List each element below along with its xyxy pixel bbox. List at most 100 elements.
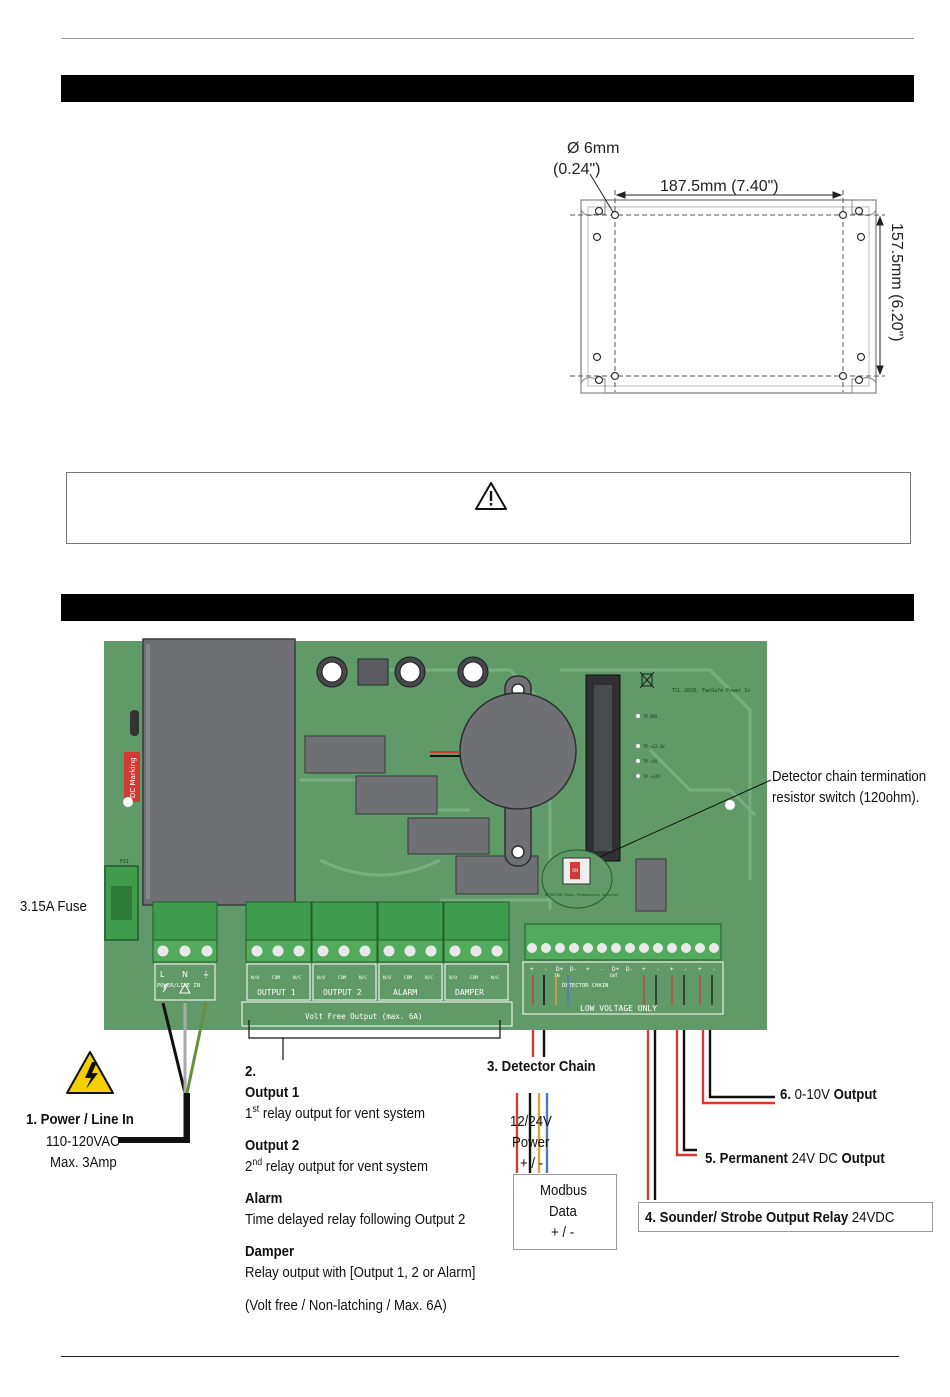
output-010-callout: 6. 0-10V Output — [780, 1086, 877, 1103]
svg-text:-: - — [656, 966, 660, 973]
terminal-label: N — [182, 970, 188, 979]
modbus-line3: + / - — [551, 1224, 575, 1241]
svg-text:IN: IN — [554, 973, 560, 979]
section-bar-wiring — [61, 594, 914, 621]
terminal-label: ⏚ — [202, 970, 210, 979]
svg-text:-: - — [544, 966, 548, 973]
low-voltage-terminal-block: +- D+D- +- D+D- +- +- +- IN OUT DETECTOR… — [522, 923, 724, 1015]
relay-group-label: ALARM — [393, 988, 417, 997]
switch-caption: DETECTOR Chain Termination Selector — [545, 893, 619, 897]
mount-hole — [592, 232, 602, 242]
pcb-board: DC Marking FS1 ON DETECTOR Chain Termina… — [104, 638, 767, 1030]
termination-switch: ON DETECTOR Chain Termination Selector — [541, 849, 619, 909]
mount-hole — [123, 797, 133, 807]
volt-free-output-label: Volt Free Output (max. 6A) — [305, 1012, 422, 1021]
modbus-box — [513, 1174, 617, 1250]
hole-leader — [589, 173, 614, 213]
enclosure-outline — [580, 199, 877, 394]
power-line-in-label: POWER/LINE IN — [157, 983, 200, 989]
svg-text:D-: D- — [570, 966, 577, 973]
led-label: TP +12.3V — [643, 744, 665, 749]
svg-text:COM: COM — [272, 975, 280, 981]
output1-title: Output 1 — [245, 1084, 300, 1101]
relay — [355, 775, 438, 815]
power-terminal-block: L N ⏚ POWER/LINE IN — [152, 901, 218, 1001]
relay-group-label: DAMPER — [455, 988, 484, 997]
height-label: 157.5mm (6.20") — [888, 223, 905, 342]
terminal-label: L — [160, 970, 165, 979]
hole-diameter: Ø 6mm — [567, 140, 619, 157]
recycle-icon — [639, 671, 655, 689]
svg-text:-: - — [600, 966, 604, 973]
section-bar-mounting — [61, 75, 914, 102]
svg-text:N/C: N/C — [359, 975, 367, 981]
termination-callout-line1: Detector chain termination — [772, 768, 927, 785]
led-label: TP +24V — [643, 774, 660, 779]
termination-leader — [599, 779, 772, 858]
svg-text:ON: ON — [572, 868, 578, 873]
svg-text:N/C: N/C — [491, 975, 499, 981]
detector-chain-title: 3. Detector Chain — [487, 1058, 596, 1075]
damper-desc: Relay output with [Output 1, 2 or Alarm] — [245, 1264, 476, 1281]
mounting-diagram: Ø 6mm (0.24") 187.5mm (7.40") 157.5mm (6… — [553, 140, 905, 394]
mount-hole — [856, 232, 866, 242]
svg-text:COM: COM — [470, 975, 478, 981]
mount-hole — [594, 206, 604, 216]
relays-note: (Volt free / Non-latching / Max. 6A) — [245, 1297, 447, 1314]
power-voltage: 110-120VAC — [46, 1133, 120, 1150]
permanent-callout: 5. Permanent 24V DC Output — [705, 1150, 885, 1167]
svg-text:+: + — [642, 966, 646, 973]
mount-hole — [854, 375, 864, 385]
relays-number: 2. — [245, 1063, 257, 1080]
detector-power-line3: + / - — [520, 1155, 544, 1172]
mount-hole — [838, 371, 848, 381]
detector-power-line2: Power — [512, 1134, 550, 1151]
led-label: TP BUS — [643, 714, 658, 719]
sounder-box — [638, 1202, 933, 1232]
sounder-wires — [646, 1030, 657, 1200]
svg-text:D-: D- — [626, 966, 633, 973]
copper-trace — [319, 858, 441, 877]
mount-hole — [594, 375, 604, 385]
svg-text:+: + — [670, 966, 674, 973]
mount-hole — [610, 210, 620, 220]
copper-trace — [648, 748, 757, 817]
svg-text:N/O: N/O — [251, 975, 259, 981]
detector-chain-wires — [515, 1030, 549, 1173]
hole-diameter-inches: (0.24") — [553, 161, 600, 178]
output2-desc: 2nd relay output for vent system — [245, 1157, 428, 1176]
svg-text:COM: COM — [404, 975, 412, 981]
relay-group-label: OUTPUT 2 — [323, 988, 362, 997]
svg-text:D+: D+ — [612, 966, 620, 973]
alarm-desc: Time delayed relay following Output 2 — [245, 1211, 466, 1228]
detector-chain-label: DETECTOR CHAIN — [562, 983, 608, 989]
copper-trace — [560, 668, 752, 880]
svg-text:N/O: N/O — [449, 975, 457, 981]
buzzer — [459, 675, 577, 867]
svg-text:COM: COM — [338, 975, 346, 981]
mount-hole — [725, 800, 735, 810]
svg-text:OUT: OUT — [610, 973, 618, 979]
svg-text:+: + — [698, 966, 702, 973]
led-label: TP +5V — [643, 759, 658, 764]
corner-tab — [851, 377, 877, 394]
power-ribbon-clip — [130, 710, 139, 736]
dc-marking-sticker — [124, 752, 140, 802]
output2-title: Output 2 — [245, 1137, 300, 1154]
power-title: 1. Power / Line In — [26, 1111, 134, 1128]
termination-callout-line2: resistor switch (120ohm). — [772, 789, 920, 806]
mount-hole — [856, 352, 866, 362]
transformer — [142, 638, 296, 906]
svg-text:+: + — [530, 966, 534, 973]
mount-hole — [854, 206, 864, 216]
relay — [635, 858, 667, 912]
fuse-callout: 3.15A Fuse — [20, 898, 87, 915]
low-voltage-only-label: LOW VOLTAGE ONLY — [580, 1004, 657, 1013]
high-voltage-warning-icon — [66, 1051, 114, 1094]
svg-text:N/C: N/C — [425, 975, 433, 981]
svg-text:-: - — [684, 966, 688, 973]
relay-group-label: OUTPUT 1 — [257, 988, 296, 997]
svg-text:+: + — [586, 966, 590, 973]
